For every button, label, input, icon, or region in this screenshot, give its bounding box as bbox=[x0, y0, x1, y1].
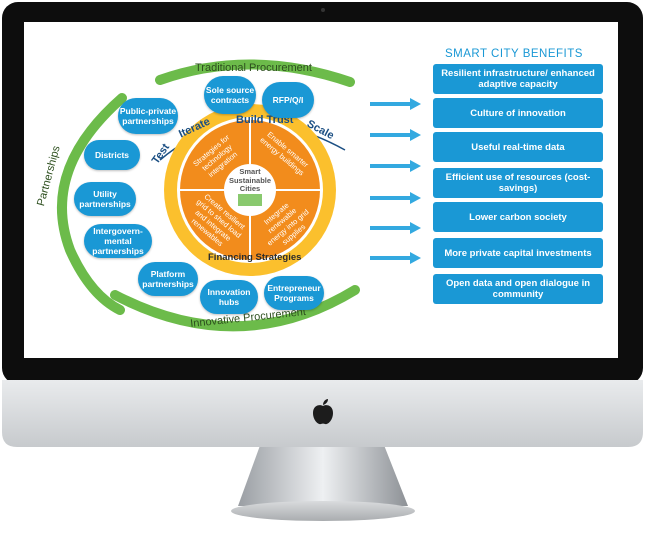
traditional-procurement-label: Traditional Procurement bbox=[195, 62, 312, 74]
bubble-innovation-hubs: Innovation hubs bbox=[200, 280, 258, 314]
partnerships-arc bbox=[57, 93, 127, 315]
bubble-districts: Districts bbox=[84, 140, 140, 170]
traditional-arc bbox=[155, 59, 355, 87]
bubble-intergov: Intergovern-mental partnerships bbox=[84, 224, 152, 258]
monitor-stand bbox=[238, 440, 408, 506]
bubble-platform: Platform partnerships bbox=[138, 262, 198, 296]
bubble-public-private: Public-private partnerships bbox=[118, 98, 178, 134]
monitor-stand-base bbox=[231, 501, 415, 521]
camera-dot bbox=[321, 8, 325, 12]
bubble-utility: Utility partnerships bbox=[74, 182, 136, 216]
bubble-rfp: RFP/Q/I bbox=[262, 82, 314, 118]
bubble-sole-source: Sole source contracts bbox=[204, 76, 256, 114]
innovative-arc bbox=[110, 285, 360, 332]
benefit-low-carbon: Lower carbon society bbox=[433, 202, 603, 232]
benefit-resilient: Resilient infrastructure/ enhanced adapt… bbox=[433, 64, 603, 94]
benefit-open-data: Open data and open dialogue in community bbox=[433, 274, 603, 304]
center-title: Smart Sustainable Cities bbox=[228, 167, 272, 193]
financing-strategies-label: Financing Strategies bbox=[208, 252, 302, 263]
bubble-entrepreneur: Entrepreneur Programs bbox=[264, 276, 324, 310]
benefit-arrows bbox=[370, 98, 421, 264]
benefit-realtime-data: Useful real-time data bbox=[433, 132, 603, 162]
center-badge bbox=[224, 164, 276, 216]
city-icon bbox=[238, 194, 262, 206]
benefit-culture: Culture of innovation bbox=[433, 98, 603, 128]
benefit-private-capital: More private capital investments bbox=[433, 238, 603, 268]
benefit-efficient: Efficient use of resources (cost-savings… bbox=[433, 168, 603, 198]
apple-logo-icon bbox=[313, 399, 333, 425]
benefits-title: SMART CITY BENEFITS bbox=[445, 48, 583, 60]
